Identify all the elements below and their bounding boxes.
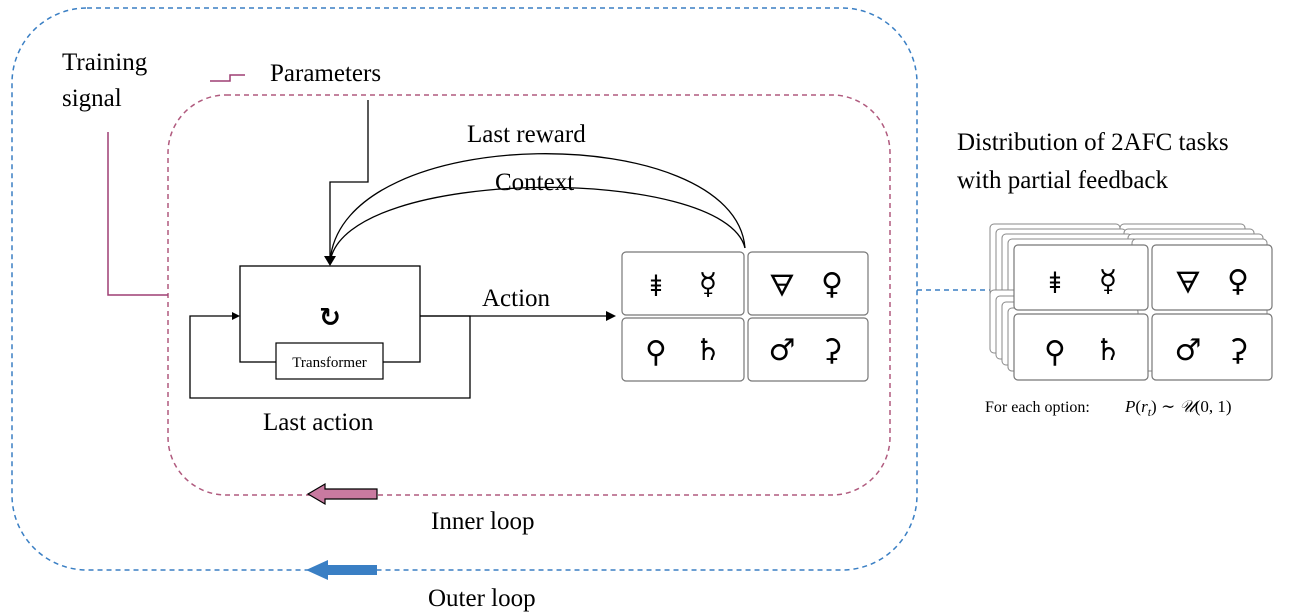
training-signal-line bbox=[107, 132, 168, 296]
parameters-line bbox=[329, 100, 369, 258]
formula-sim: ) ∼ bbox=[1151, 397, 1179, 416]
transformer-label: Transformer bbox=[292, 355, 366, 371]
symbol-2a: 🜃 bbox=[769, 269, 795, 304]
transformer-box bbox=[275, 342, 384, 380]
formula-r: r bbox=[1141, 397, 1148, 416]
outer-loop-arrow-icon bbox=[306, 560, 377, 580]
distribution-title-line1: Distribution of 2AFC tasks bbox=[957, 129, 1229, 156]
parameters-label: Parameters bbox=[270, 60, 381, 87]
dist-symbol-2b: ♀ bbox=[1227, 264, 1249, 299]
task-distribution-stack: ⯒ ☿ 🜃 ♀ ⚲ ♄ ♂ ⚳ bbox=[989, 223, 1273, 381]
formula-t: t bbox=[1148, 405, 1152, 419]
for-each-option-label: For each option: bbox=[985, 399, 1090, 416]
last-action-arrowhead bbox=[232, 312, 240, 320]
last-action-label: Last action bbox=[263, 409, 374, 436]
parameters-legend-icon bbox=[210, 74, 245, 82]
symbol-1a: ⯒ bbox=[649, 269, 662, 304]
task-grid: ⯒ ☿ 🜃 ♀ ⚲ ♄ ♂ ⚳ bbox=[621, 251, 869, 382]
action-label: Action bbox=[482, 285, 551, 312]
dist-symbol-1a: ⯒ bbox=[1048, 266, 1061, 301]
symbol-3b: ♄ bbox=[695, 333, 722, 368]
recurrent-arrow-icon: ↻ bbox=[319, 303, 341, 333]
dist-symbol-2a: 🜃 bbox=[1175, 266, 1201, 301]
inner-loop-label: Inner loop bbox=[431, 508, 534, 535]
dist-symbol-1b: ☿ bbox=[1099, 264, 1117, 299]
task-card-2 bbox=[747, 251, 869, 316]
training-signal-label-line1: Training bbox=[62, 49, 148, 76]
task-card-1 bbox=[621, 251, 745, 316]
dist-symbol-3a: ⚲ bbox=[1044, 335, 1066, 370]
dist-card-4 bbox=[1151, 313, 1273, 381]
dist-symbol-4a: ♂ bbox=[1175, 333, 1202, 368]
symbol-1b: ☿ bbox=[699, 267, 717, 302]
context-curve bbox=[329, 186, 746, 263]
symbol-2b: ♀ bbox=[821, 267, 843, 302]
task-card-3 bbox=[621, 317, 745, 382]
feedback-arrowhead bbox=[324, 256, 336, 266]
dist-symbol-3b: ♄ bbox=[1095, 333, 1122, 368]
task-card-4 bbox=[747, 317, 869, 382]
formula-u: 𝒰 bbox=[1179, 397, 1199, 416]
symbol-4a: ♂ bbox=[769, 333, 796, 368]
reward-distribution-formula: P(rt) ∼ 𝒰(0, 1) bbox=[1124, 397, 1232, 419]
last-reward-label: Last reward bbox=[467, 121, 586, 148]
training-signal-label-line2: signal bbox=[62, 85, 122, 112]
dist-symbol-4b: ⚳ bbox=[1227, 333, 1249, 368]
formula-p: P bbox=[1124, 397, 1135, 416]
symbol-4b: ⚳ bbox=[821, 333, 843, 368]
symbol-3a: ⚲ bbox=[645, 335, 667, 370]
action-arrowhead bbox=[606, 311, 616, 321]
inner-loop-arrow-icon bbox=[306, 482, 378, 506]
dist-card-1 bbox=[1013, 244, 1149, 311]
last-reward-curve bbox=[329, 153, 746, 263]
distribution-title-line2: with partial feedback bbox=[957, 167, 1169, 194]
dist-card-2 bbox=[1151, 244, 1273, 311]
outer-loop-label: Outer loop bbox=[428, 585, 536, 612]
context-label: Context bbox=[495, 169, 574, 196]
formula-open-paren: ( bbox=[1135, 397, 1141, 416]
dist-card-3 bbox=[1013, 313, 1149, 381]
formula-args: (0, 1) bbox=[1195, 397, 1232, 416]
